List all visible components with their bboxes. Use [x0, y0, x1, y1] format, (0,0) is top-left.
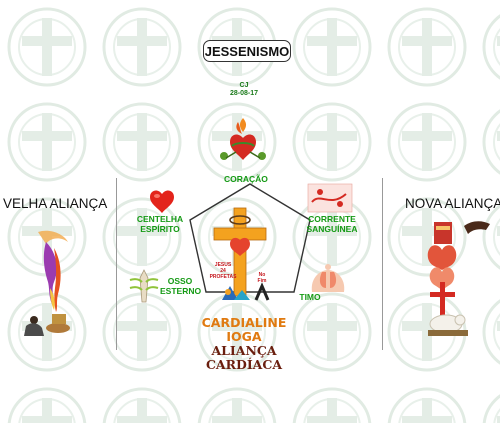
label-corrente-line1: CORRENTE [308, 214, 356, 224]
central-cross-icon [213, 207, 267, 297]
diagram-title: JESSENISMO [203, 40, 291, 62]
bottom-cardialine: CARDIALINE [201, 315, 287, 330]
bottom-ioga: IOGA [226, 329, 262, 344]
label-corrente-line2: SANGUÍNEA [306, 224, 358, 234]
date-value: 28-08-17 [229, 90, 259, 97]
thymus-icon [311, 264, 345, 292]
sacred-heart-icon [220, 118, 266, 160]
bottom-alianca: ALIANÇA [211, 343, 277, 358]
bottom-cardiaca: CARDÍACA [205, 357, 283, 372]
bloodstream-icon [307, 183, 353, 213]
label-centelha-line2: ESPÍRITO [140, 224, 180, 234]
label-osso-line1: OSSO [167, 276, 193, 286]
new-covenant-illustration [427, 221, 490, 336]
label-centelha-line1: CENTELHA [136, 214, 184, 224]
pentagon-frame [189, 183, 311, 293]
velha-alianca-title: VELHA ALIANÇA [3, 196, 108, 211]
nova-alianca-title: NOVA ALIANÇA [405, 196, 500, 211]
sternum-icon [129, 269, 159, 303]
label-centelha: CENTELHA ESPÍRITO [136, 214, 184, 234]
no-label: No [258, 272, 266, 278]
no-fim-text: No Fim [254, 272, 270, 284]
cross-number-label: 24 [220, 268, 226, 274]
label-coracao: CORAÇÃO [224, 174, 268, 184]
fim-label: Fim [257, 278, 267, 284]
cross-inner-text: JESUS 24 PROFETAS [206, 262, 240, 280]
cross-jesus-label: JESUS [214, 262, 232, 268]
date-stamp: CJ 28-08-17 [224, 82, 264, 98]
label-osso-line2: ESTERNO [160, 286, 202, 296]
old-covenant-illustration [24, 230, 70, 336]
label-corrente: CORRENTE SANGUÍNEA [304, 214, 360, 234]
base-symbols-icon [222, 282, 270, 301]
cross-profetas-label: PROFETAS [209, 274, 237, 280]
label-osso: OSSO ESTERNO [160, 276, 202, 296]
left-divider [116, 178, 117, 350]
label-timo: TIMO [299, 292, 321, 302]
red-heart-icon [150, 190, 174, 213]
date-initials: CJ [239, 82, 249, 89]
right-divider [382, 178, 383, 350]
